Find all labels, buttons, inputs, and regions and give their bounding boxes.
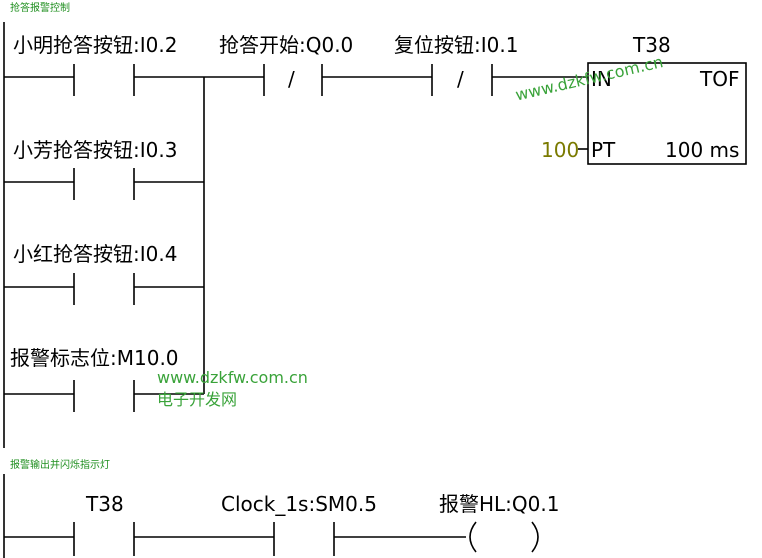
contact-clock-label: Clock_1s:SM0.5 [221,492,377,516]
coil-right-arc [531,521,539,553]
nc-slash-reset: / [457,67,464,91]
contact-hong-label: 小红抢答按钮:I0.4 [13,242,178,266]
contact-ming-label: 小明抢答按钮:I0.2 [13,33,178,57]
network-1-title: 抢答报警控制 [10,3,70,14]
timer-base-label: 100 ms [665,138,740,162]
timer-pt-label: PT [591,138,616,162]
timer-name: T38 [633,33,671,57]
watermark-url: www.dzkfw.com.cn [157,368,308,387]
timer-in-label: IN [591,67,612,91]
coil-alarm-label: 报警HL:Q0.1 [439,492,560,516]
contact-alarm-flag-label: 报警标志位:M10.0 [10,346,179,370]
watermark-name: 电子开发网 [157,390,238,409]
contact-t38-label: T38 [86,492,124,516]
contact-reset-label: 复位按钮:I0.1 [394,33,519,57]
timer-box [587,62,747,165]
contact-start-label: 抢答开始:Q0.0 [219,33,354,57]
coil-left-arc [469,521,477,553]
network-2-title: 报警输出并闪烁指示灯 [10,460,110,471]
timer-pt-value: 100 [541,138,580,162]
contact-fang-label: 小芳抢答按钮:I0.3 [13,138,178,162]
timer-type-label: TOF [700,67,740,91]
nc-slash-start: / [288,67,295,91]
